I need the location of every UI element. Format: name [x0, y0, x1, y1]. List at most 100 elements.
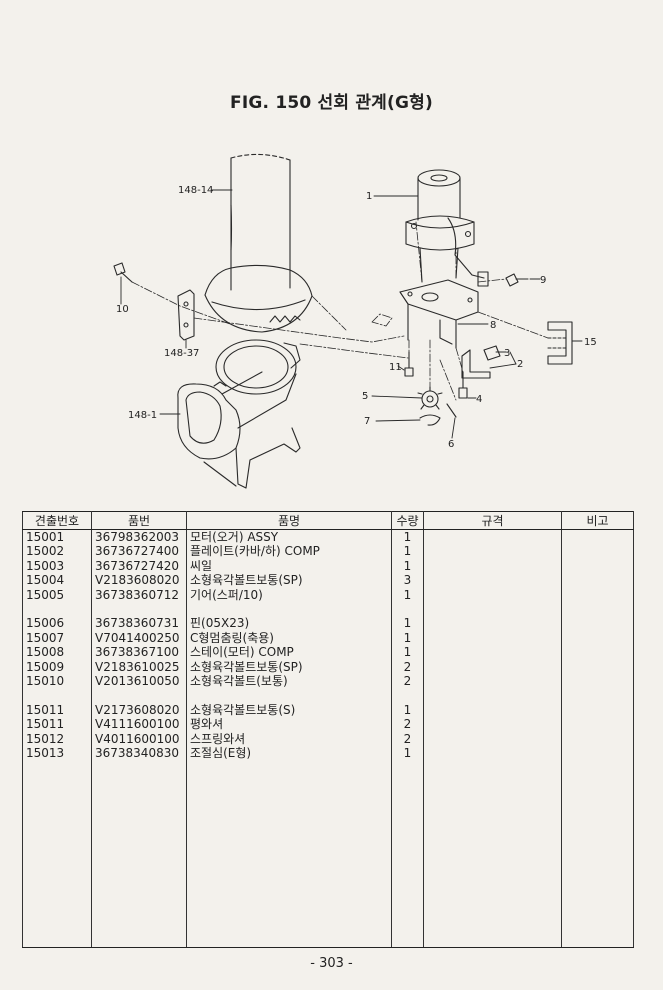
cell-qty: 1: [391, 558, 424, 574]
cell-ref: 15011: [22, 717, 92, 732]
table-header-row: 견출번호 품번 품명 수량 규격 비고: [22, 511, 634, 530]
motor-assembly: [405, 169, 489, 287]
page-title: FIG. 150 선회 관계(G형): [230, 93, 433, 113]
cell-remarks: [561, 587, 634, 603]
motor-stay-plate: [399, 279, 479, 349]
cell-spec: [423, 573, 562, 588]
cell-ref: 15008: [22, 645, 92, 660]
cell-name: 소형육각볼트보통(S): [186, 702, 392, 718]
cell-remarks: [561, 645, 634, 660]
cell-ref: 15003: [22, 558, 92, 574]
callout-148-1: 148-1: [128, 410, 157, 421]
callout-11: 11: [389, 362, 402, 373]
callout-4: 4: [476, 394, 482, 405]
snap-ring: [419, 414, 441, 426]
cell-remarks: [561, 717, 634, 732]
cell-ref: 15005: [22, 587, 92, 603]
callout-2: 2: [517, 359, 523, 370]
cell-name: 핀(05X23): [186, 616, 392, 631]
header-remarks: 비고: [561, 511, 634, 530]
empty-cell: [391, 602, 424, 617]
cell-part-no: V2173608020: [91, 702, 187, 718]
cell-spec: [423, 645, 562, 660]
cell-part-no: V7041400250: [91, 630, 187, 646]
cell-name: 스테이(모터) COMP: [186, 645, 392, 660]
cell-remarks: [561, 558, 634, 574]
cell-qty: 1: [391, 616, 424, 631]
cell-spec: [423, 630, 562, 646]
bolt-11: [404, 351, 414, 377]
cell-part-no: V2183610025: [91, 659, 187, 675]
cell-part-no: 36738360731: [91, 616, 187, 631]
group-spacer-row: [22, 688, 634, 703]
callout-1: 1: [366, 191, 372, 202]
cell-name: 조절심(E형): [186, 746, 392, 761]
cell-part-no: 36736727420: [91, 558, 187, 574]
cell-spec: [423, 674, 562, 689]
cell-qty: 1: [391, 529, 424, 545]
empty-cell: [22, 760, 92, 949]
shim-bracket: [461, 345, 501, 379]
pin: [446, 403, 457, 418]
cell-part-no: 36738360712: [91, 587, 187, 603]
callout-10: 10: [116, 304, 129, 315]
cell-part-no: V2183608020: [91, 573, 187, 588]
cell-name: 기어(스퍼/10): [186, 587, 392, 603]
cell-ref: 15010: [22, 674, 92, 689]
cell-qty: 2: [391, 674, 424, 689]
empty-cell: [91, 688, 187, 703]
callout-3: 3: [504, 348, 510, 359]
cell-spec: [423, 587, 562, 603]
cell-part-no: 36738367100: [91, 645, 187, 660]
cell-ref: 15002: [22, 544, 92, 559]
empty-cell: [186, 760, 392, 949]
empty-cell: [391, 760, 424, 949]
spur-gear: [417, 386, 443, 410]
callout-8: 8: [490, 320, 496, 331]
empty-cell: [22, 688, 92, 703]
callout-15: 15: [584, 337, 597, 348]
page-number: - 303 -: [310, 956, 353, 971]
callout-148-37: 148-37: [164, 348, 199, 359]
empty-cell: [22, 602, 92, 617]
adjusting-shim: [547, 321, 573, 365]
cell-remarks: [561, 573, 634, 588]
cell-spec: [423, 529, 562, 545]
cell-name: 모터(오거) ASSY: [186, 529, 392, 545]
cell-ref: 15013: [22, 746, 92, 761]
table-filler-row: [22, 760, 634, 949]
header-spec: 규격: [423, 511, 562, 530]
cell-part-no: V4111600100: [91, 717, 187, 732]
cell-ref: 15001: [22, 529, 92, 545]
cell-remarks: [561, 674, 634, 689]
cell-spec: [423, 659, 562, 675]
cell-remarks: [561, 544, 634, 559]
cell-spec: [423, 616, 562, 631]
empty-cell: [391, 688, 424, 703]
bracket-148-37: [177, 289, 195, 341]
cell-qty: 2: [391, 659, 424, 675]
cell-ref: 15007: [22, 630, 92, 646]
cell-remarks: [561, 746, 634, 761]
empty-cell: [423, 688, 562, 703]
cell-name: 소형육각볼트(보통): [186, 674, 392, 689]
cell-name: 소형육각볼트보통(SP): [186, 659, 392, 675]
swing-base: [177, 339, 301, 489]
cell-remarks: [561, 529, 634, 545]
bolt-10: [113, 262, 133, 283]
cell-qty: 1: [391, 702, 424, 718]
callout-148-14: 148-14: [178, 185, 213, 196]
empty-cell: [423, 602, 562, 617]
cell-qty: 2: [391, 717, 424, 732]
